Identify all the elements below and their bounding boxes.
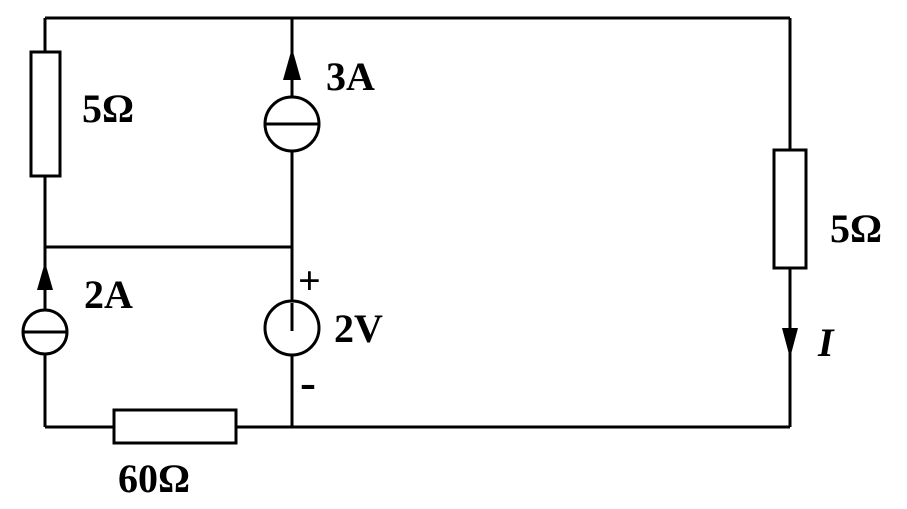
wires [43,16,792,429]
left-resistor: 5Ω [29,50,134,178]
down-arrow-icon [782,328,798,358]
left-current-source: 2A [21,262,133,356]
branch-current-label: I [817,320,835,365]
left-current-source-label: 2A [84,272,133,317]
up-arrow-icon [283,48,301,80]
branch-current: I [782,320,835,365]
right-resistor-body [772,148,808,270]
top-current-source: 3A [263,48,375,153]
voltage-minus-sign: - [300,356,316,409]
voltage-source: + 2V - [263,258,383,409]
top-current-source-label: 3A [326,54,375,99]
voltage-plus-sign: + [298,258,321,303]
left-resistor-label: 5Ω [82,86,134,131]
bottom-resistor-body [112,408,238,445]
right-resistor-label: 5Ω [830,206,882,251]
bottom-resistor-label: 60Ω [118,456,190,501]
bottom-resistor: 60Ω [112,408,238,501]
left-resistor-body [29,50,62,178]
up-arrow-icon [37,262,53,290]
right-resistor: 5Ω [772,148,882,270]
voltage-source-label: 2V [334,306,383,351]
